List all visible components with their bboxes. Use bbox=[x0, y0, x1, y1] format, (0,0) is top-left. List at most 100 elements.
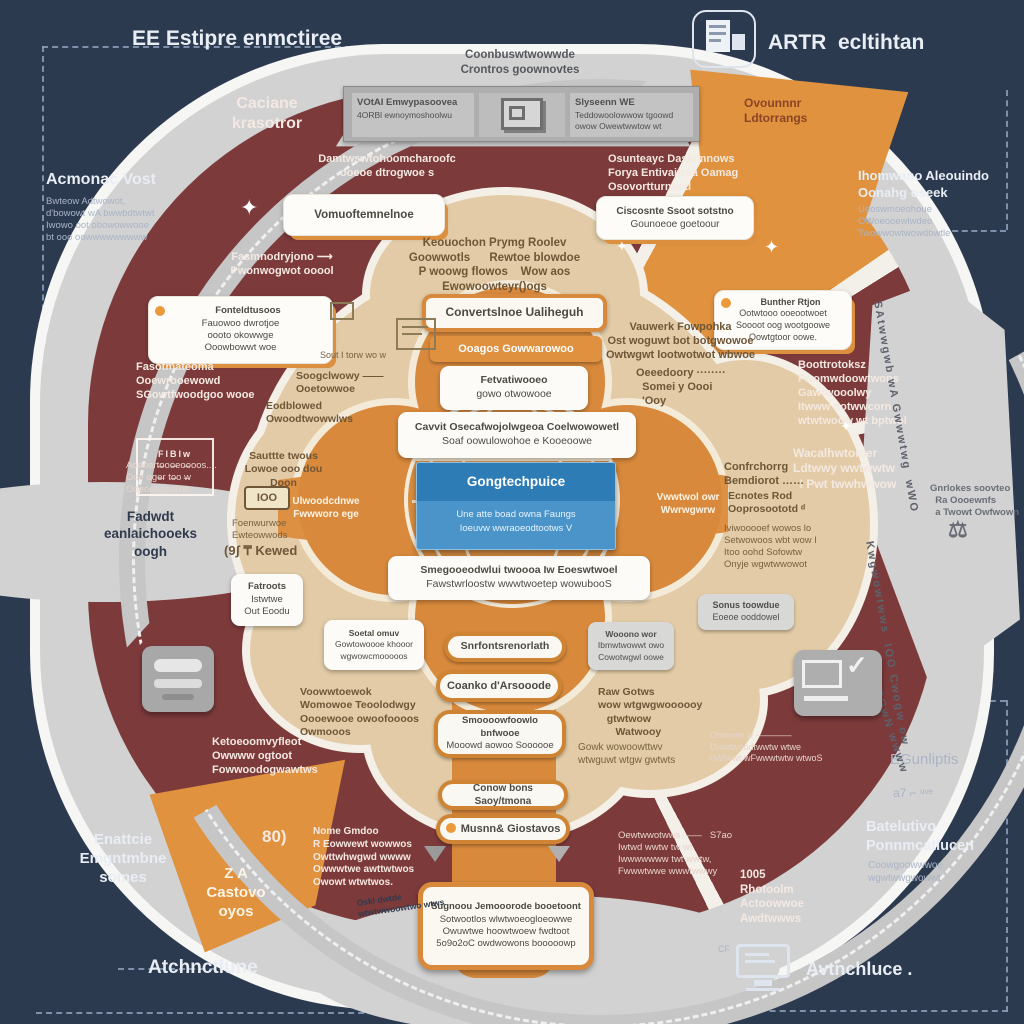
callout-musnn: Musnn& Giostavos bbox=[436, 814, 570, 844]
label-soogcl: Soogclwowy —— Ooetowwoe bbox=[296, 370, 384, 396]
document-outline-icon bbox=[692, 10, 756, 68]
label-ketoeo: Ketoeoomvyfleot Owwww ogtoot Fowwoodogwa… bbox=[212, 736, 318, 777]
label-wacal: Wacalhwtomer Ldtwwy wwtwwtw I Pwt twwhww… bbox=[793, 446, 897, 491]
label-rawg: Raw Gotws wow wtgwgwoooooy gtwtwow Watwo… bbox=[598, 686, 703, 739]
callout-bunther-line-3: Oowtgtoor oowe. bbox=[748, 331, 818, 342]
label-a7-mark: a7 ⌐ ᵘᵛᵉ bbox=[893, 786, 933, 800]
sketch-line bbox=[402, 326, 428, 328]
dashed-line-top-left bbox=[42, 46, 442, 48]
header-cell-right: Slyseenn WE Teddowoolowwow tgoowd owow O… bbox=[570, 93, 693, 137]
label-caciane: Caciane krasotror bbox=[231, 95, 303, 133]
dashed-line-right-top-h bbox=[914, 230, 1006, 232]
label-sparkle-4: ✦ bbox=[616, 238, 628, 254]
callout-ciscos-line-0: Ciscosnte Ssoot sotstno bbox=[616, 206, 734, 217]
header-cell-icon bbox=[479, 93, 565, 137]
label-ovounnnr: Ovounnnr Ldtorrangs bbox=[744, 96, 808, 126]
monitor-line bbox=[745, 953, 769, 956]
callout-smegoo-line-1: Fawstwrloostw wwwtwoetep wowubooS bbox=[426, 578, 612, 590]
callout-ooagos-line-0: Ooagos Gowwarowoo bbox=[458, 342, 574, 355]
callout-snrfont: Snrfontsrenorlath bbox=[444, 632, 566, 662]
callout-bunther-line-2: Soooot oog wootgoowe bbox=[735, 320, 831, 330]
core-blue-box: Gongtechpuice Une atte boad owna Faungs … bbox=[416, 462, 616, 550]
globe-parallel-1 bbox=[416, 458, 608, 462]
core-title: Gongtechpuice bbox=[417, 463, 615, 501]
label-gnrlokes: Gnrlokes soovteo Ra Oooewnfs a Twowt Owf… bbox=[930, 483, 1020, 519]
label-trap-left-label: Ulwoodcdnwe Fwwworo ege bbox=[292, 496, 360, 520]
window-sketch-icon bbox=[396, 318, 436, 350]
callout-soetal-line-2: wgwowcmooooos bbox=[340, 650, 408, 661]
label-right-info-sub: Ueoswmoeohoue OWoeooewlwdeo Twowwowtwowd… bbox=[858, 204, 951, 240]
label-sparkle-1: ✦ bbox=[240, 195, 259, 220]
callout-conow: Conow bons Saoy/tmona bbox=[438, 780, 568, 810]
callout-bunther-line-1: Ootwtooo ooeootwoet bbox=[739, 308, 827, 319]
label-artr-heading: ARTR ecltihtan bbox=[768, 31, 925, 54]
document-small-page-icon bbox=[732, 34, 745, 50]
label-oeeedoory: Oeeedoory ········ Somei y Oooi 'Ooy bbox=[636, 367, 726, 408]
label-aoeoert: Aoeoertoooeoooos.... Ooe oger too w Ooeo… bbox=[126, 460, 217, 496]
dashed-line-bottom-right bbox=[618, 1010, 1008, 1012]
label-confrch: Confrchorrg Bemdiorot …… bbox=[724, 461, 805, 488]
label-eodbl: Eodblowed Owoodtwowwlws bbox=[266, 400, 353, 426]
callout-cavvit-line-1: Soaf oowulowohoe e Kooeoowe bbox=[441, 435, 593, 447]
header-cell-left: VOtAI Emwypasoovea 4ORBl ewnoymoshoolwu bbox=[352, 93, 474, 137]
sketch-line bbox=[402, 333, 422, 335]
callout-musnn-line-0: Musnn& Giostavos bbox=[445, 822, 561, 836]
callout-ciscos-line-1: Gounoeoe goetoour bbox=[630, 219, 720, 230]
document-page-icon bbox=[706, 20, 730, 52]
window-pane-icon bbox=[509, 106, 525, 120]
window-frame-icon bbox=[501, 98, 543, 130]
core-subtitle-line1: Une atte boad owna Faungs bbox=[456, 509, 576, 520]
label-boottro: Boottrotoksz Fwomwdoowtwons Gawtwooolwy … bbox=[798, 359, 907, 428]
label-acmonac-head: Acmonac Vost bbox=[46, 171, 156, 188]
window-sketch-small-icon bbox=[330, 302, 354, 320]
label-za: Z A Castovo oyos bbox=[206, 865, 266, 921]
doc-line bbox=[709, 39, 721, 42]
label-header-top: Coonbuswtwowwde Crontros goownovtes bbox=[460, 49, 580, 76]
callout-vomuo-line-0: Vomuoftemnelnoe bbox=[314, 208, 414, 221]
callout-fonteld-line-3: Ooowbowwt woe bbox=[204, 342, 277, 354]
label-oewtww: Oewtwwotwws —— S7ao Iwtwd wwtw tw wt Iww… bbox=[618, 830, 733, 878]
label-enattcie: Enattcie Emgntmbne somes bbox=[79, 831, 167, 887]
label-atchnctlune: Atchnctlune bbox=[148, 957, 258, 978]
image-caption-line bbox=[804, 696, 848, 701]
doc-line bbox=[709, 32, 726, 35]
label-vauwerk: Vauwerk Fowpohka Ost woguwt bot botgwowo… bbox=[605, 321, 756, 362]
label-num80: 80) bbox=[262, 827, 287, 846]
label-acmonac-sub: Bwteow Adtwowot, d'bowowt wA bwwbdtwtwt … bbox=[46, 196, 155, 244]
label-fasotma: Fasotmateoma Ooewrooewowd SGowtfwoodgoo … bbox=[136, 361, 255, 402]
callout-fetvat-line-1: gowo otwowooe bbox=[476, 388, 552, 400]
label-sparkle-3: ✦ bbox=[840, 418, 852, 434]
callout-fatroots-line-1: Istwtwe bbox=[251, 593, 283, 605]
callout-smegoo-line-0: Smegooeodwlui twoooa Iw Eoeswtwoel bbox=[420, 564, 618, 577]
label-egunliptis: EGunliptis bbox=[890, 751, 959, 768]
callout-soetal-line-0: Soetal omuv bbox=[348, 628, 400, 639]
check-icon: ✓ bbox=[846, 650, 868, 680]
label-damt: Damtwswtohoomcharoofc ooeoe dtrogwoe s bbox=[318, 153, 456, 180]
printer-base-icon bbox=[162, 694, 194, 700]
label-sautl: Sout I torw wo w bbox=[320, 350, 387, 360]
callout-fonteld-line-1: Fauowoo dwrotjoe bbox=[201, 317, 280, 329]
callout-ooagos: Ooagos Gowwarowoo bbox=[430, 336, 602, 362]
header-right-line2: Teddowoolowwow tgoowd bbox=[575, 109, 674, 120]
label-gowk: Gowk wowoowttwv wtwguwt wtgw gwtwts bbox=[578, 742, 676, 766]
callout-conow-line-0: Conow bons Saoy/tmona bbox=[473, 783, 533, 807]
callout-coanko-line-0: Coanko d'Arsooode bbox=[446, 679, 552, 692]
dashed-line-bottom bbox=[36, 1012, 636, 1014]
label-nome: Nome Gmdoo R Eowwewt wowwos Owttwhwgwd w… bbox=[313, 826, 415, 889]
label-ecnotes: Ecnotes Rod Ooprosoototd ᵈ bbox=[728, 490, 806, 516]
top-header-bar: VOtAI Emwypasoovea 4ORBl ewnoymoshoolwu … bbox=[343, 86, 700, 142]
callout-fatroots-line-2: Out Eoodu bbox=[244, 606, 290, 618]
callout-snrfont-line-0: Snrfontsrenorlath bbox=[460, 640, 550, 653]
callout-fetvat-line-0: Fetvatiwooeo bbox=[480, 374, 548, 387]
header-right-line3: owow Owewtwwtow wt bbox=[575, 121, 662, 132]
callout-fibi-line-1: ─ ─ ─ bbox=[157, 461, 193, 472]
callout-soetal-line-1: Gowtowoooe khooor bbox=[335, 639, 413, 650]
